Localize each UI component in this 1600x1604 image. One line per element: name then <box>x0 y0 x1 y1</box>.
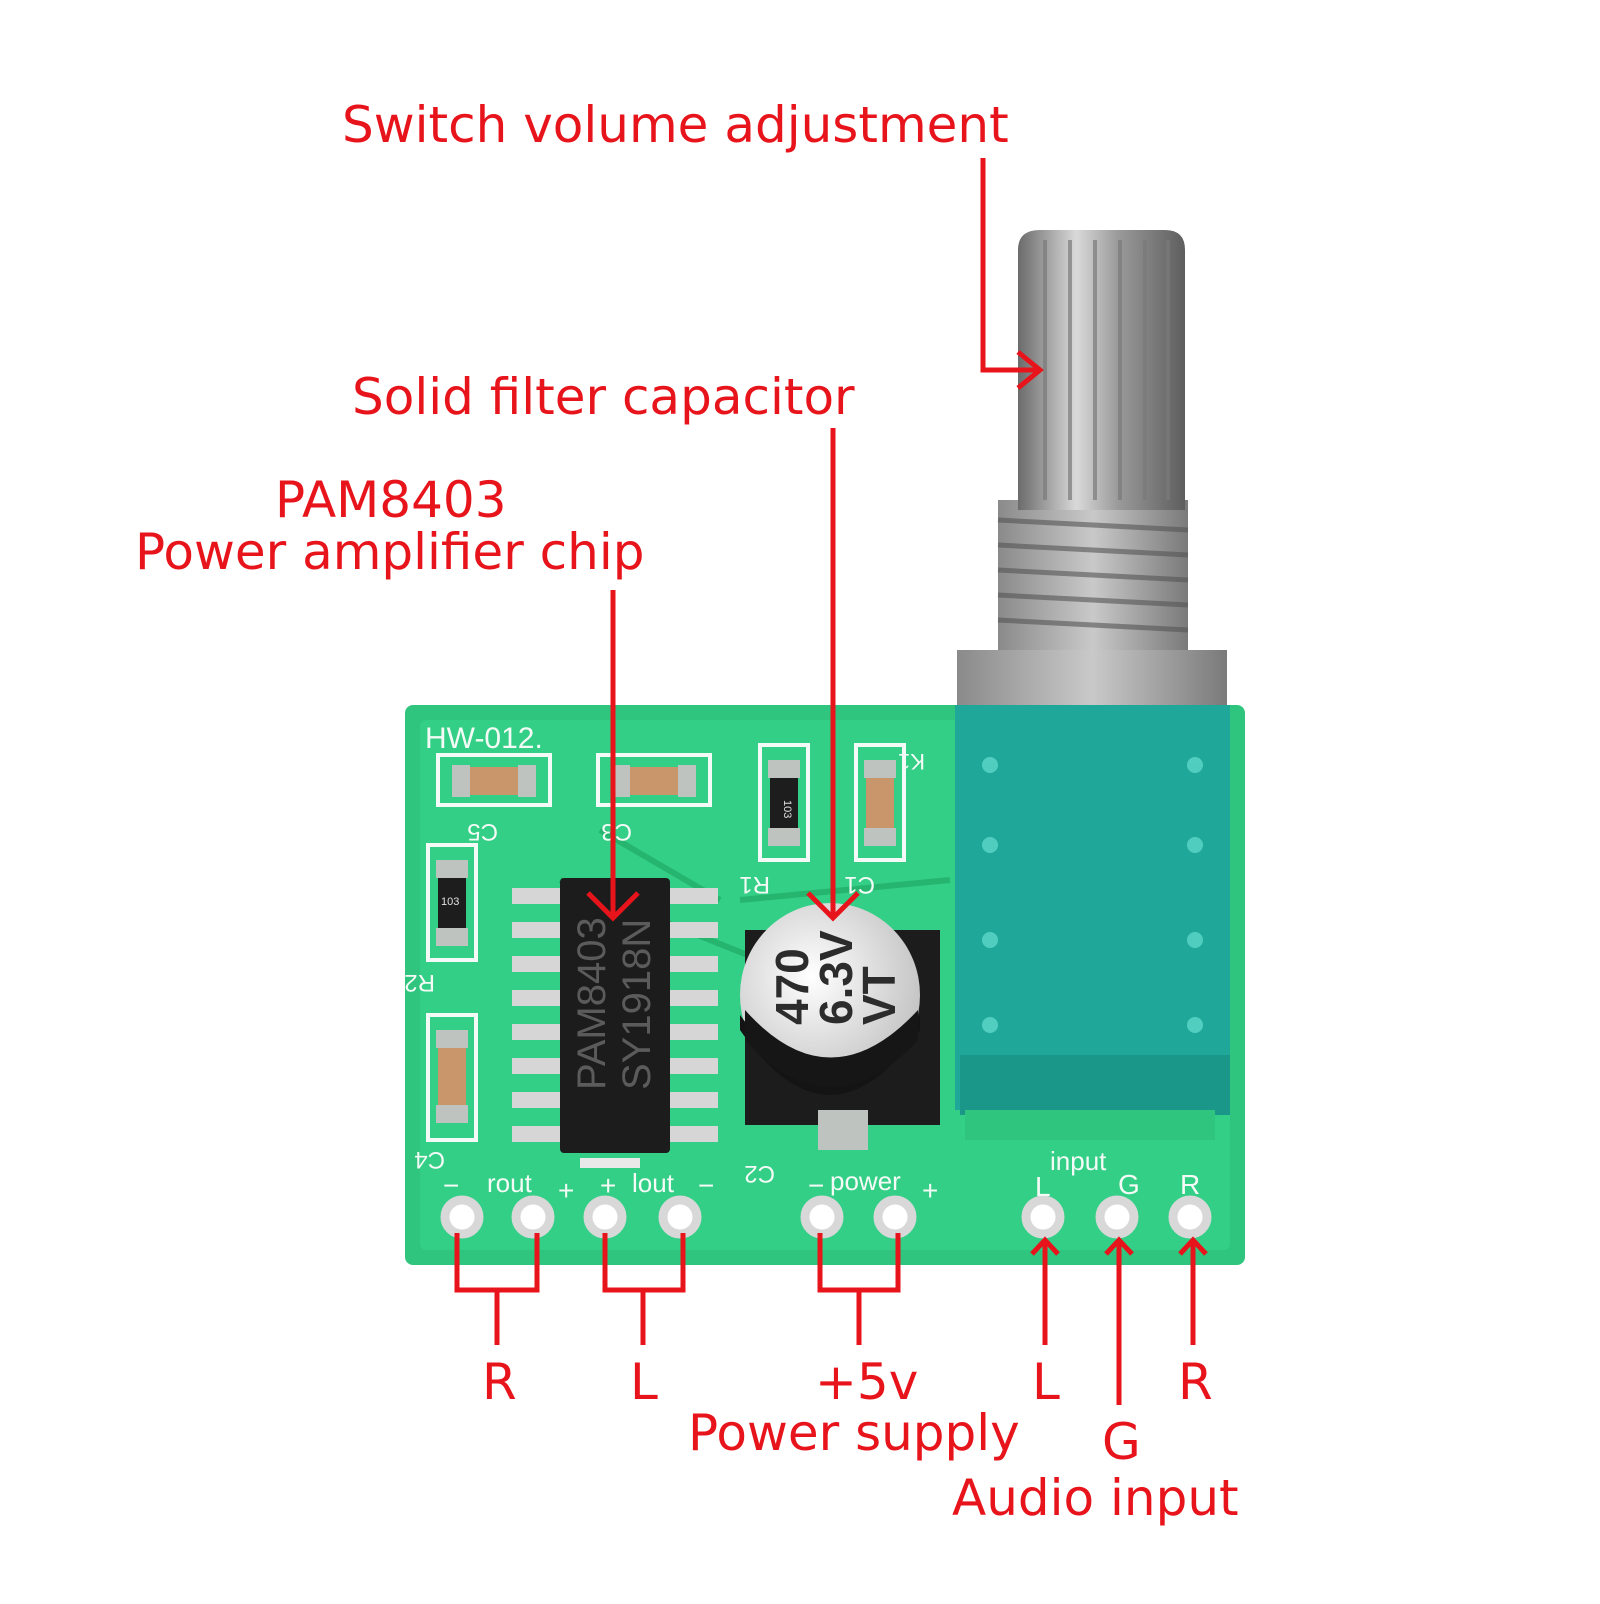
label-lout-plus: + <box>600 1170 616 1201</box>
chip-pin <box>670 990 718 1006</box>
chip-pin <box>670 956 718 972</box>
component-c4 <box>426 1013 478 1142</box>
resistor-code-r2: 103 <box>441 896 459 908</box>
label-rout-r: R <box>482 1353 517 1411</box>
cap-voltage: 6.3V <box>810 930 862 1025</box>
chip-pin <box>670 1092 718 1108</box>
label-input-r: R <box>1178 1353 1213 1411</box>
component-c3 <box>596 753 712 807</box>
label-k1: K1 <box>898 749 925 774</box>
label-c5: C5 <box>467 818 498 845</box>
label-power-plus: + <box>922 1175 938 1206</box>
label-in-g: G <box>1118 1169 1140 1200</box>
chip-pin <box>512 888 560 904</box>
label-rout: rout <box>487 1168 533 1198</box>
resistor-code-r1: 103 <box>781 800 793 818</box>
chip-pin <box>512 1058 560 1074</box>
chip-pin <box>670 1126 718 1142</box>
label-c3: C3 <box>601 818 632 845</box>
label-in-l: L <box>1035 1171 1051 1202</box>
cap-value: 470 <box>766 948 818 1025</box>
label-audio-input: Audio input <box>952 1469 1239 1527</box>
chip-mark: PAM8403 <box>570 917 614 1090</box>
solid-capacitor <box>740 903 940 1150</box>
label-input-l: L <box>1032 1353 1060 1411</box>
board-model: HW-012. <box>425 722 543 755</box>
label-input-g: G <box>1102 1413 1141 1471</box>
label-r2: R2 <box>404 969 435 996</box>
pam8403-chip <box>512 878 718 1168</box>
label-r1: R1 <box>739 871 770 898</box>
chip-pin <box>512 1126 560 1142</box>
component-c1 <box>854 743 906 862</box>
chip-pin <box>512 922 560 938</box>
chip-pin <box>512 1024 560 1040</box>
label-chip-model: PAM8403 <box>275 471 507 529</box>
label-switch-volume: Switch volume adjustment <box>342 96 1009 154</box>
label-rout-plus: + <box>558 1175 574 1206</box>
component-r1 <box>758 743 810 862</box>
label-lout-minus: − <box>698 1170 714 1201</box>
label-lout-l: L <box>630 1353 658 1411</box>
component-r2 <box>426 843 478 962</box>
label-power: power <box>830 1166 901 1196</box>
label-c2: C2 <box>744 1160 775 1187</box>
chip-pin <box>512 990 560 1006</box>
chip-pin <box>670 1058 718 1074</box>
label-power-supply: Power supply <box>688 1404 1020 1462</box>
chip-pin <box>670 888 718 904</box>
volume-potentiometer <box>955 230 1230 1140</box>
label-input: input <box>1050 1146 1107 1176</box>
cap-series: VT <box>853 966 905 1025</box>
label-c4: C4 <box>414 1146 445 1173</box>
label-lout: lout <box>632 1168 675 1198</box>
chip-code: SY1918N <box>615 919 659 1090</box>
chip-pin <box>670 922 718 938</box>
label-chip-desc: Power amplifier chip <box>135 523 645 581</box>
label-power-voltage: +5v <box>815 1353 919 1411</box>
label-c1: C1 <box>844 871 875 898</box>
label-rout-minus: − <box>443 1170 459 1201</box>
chip-pin <box>512 1092 560 1108</box>
chip-pin <box>512 956 560 972</box>
annotation-arrows <box>454 158 1208 1405</box>
header-holes <box>440 1195 1212 1239</box>
component-c5 <box>436 753 552 807</box>
chip-pin <box>670 1024 718 1040</box>
label-solid-capacitor: Solid filter capacitor <box>352 368 855 426</box>
label-power-minus: − <box>808 1170 824 1201</box>
label-in-r: R <box>1180 1169 1200 1200</box>
